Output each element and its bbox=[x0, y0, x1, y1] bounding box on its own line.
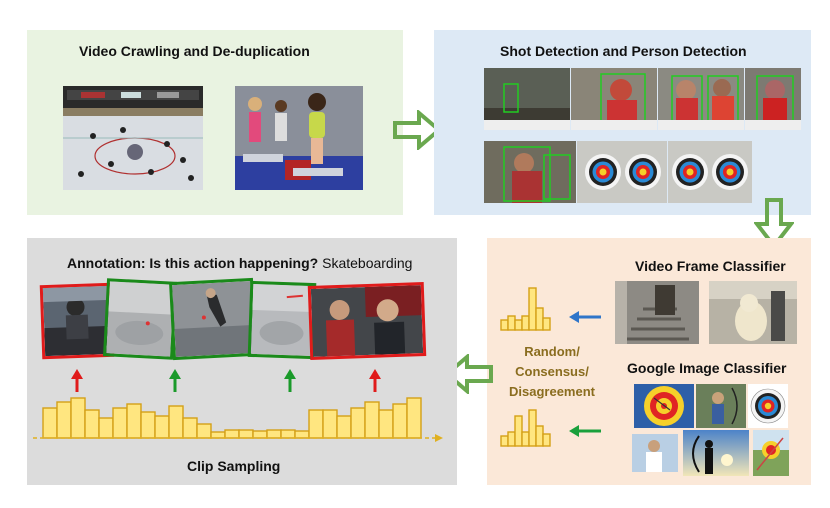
google-archer-image bbox=[696, 384, 746, 428]
shot-title: Shot Detection and Person Detection bbox=[500, 43, 747, 59]
sampling-line-consensus: Consensus/ bbox=[515, 364, 589, 379]
sampling-line-random: Random/ bbox=[524, 344, 580, 359]
clip-frame-4[interactable] bbox=[247, 280, 317, 360]
hockey-video-thumbnail bbox=[63, 86, 203, 190]
clip-sampling-label: Clip Sampling bbox=[187, 458, 281, 474]
google-silhouette-archer-image bbox=[683, 430, 749, 476]
crawl-title: Video Crawling and De-duplication bbox=[79, 43, 310, 59]
flow-arrow-down-icon bbox=[754, 198, 794, 250]
blue-left-arrow-icon bbox=[569, 311, 601, 323]
green-up-arrow-icon-1 bbox=[169, 369, 181, 392]
shot-frame-row2-2-archery-target bbox=[577, 141, 667, 203]
clip-frame-3[interactable] bbox=[169, 277, 257, 361]
clip-frame-5[interactable] bbox=[307, 281, 427, 361]
clip-sampling-histogram bbox=[33, 397, 443, 442]
google-image-classifier-title: Google Image Classifier bbox=[627, 360, 787, 376]
green-left-arrow-icon bbox=[569, 425, 601, 437]
flow-arrow-right-icon bbox=[393, 110, 443, 150]
annotation-panel: Annotation: Is this action happening? Sk… bbox=[27, 238, 457, 485]
clip-frame-1[interactable] bbox=[39, 282, 115, 360]
google-archery-target-image bbox=[634, 384, 694, 428]
video-classifier-histogram bbox=[500, 287, 551, 331]
shot-frame-row1-3 bbox=[658, 68, 744, 130]
stairs-frame-thumbnail bbox=[615, 281, 699, 344]
annotation-title: Annotation: Is this action happening? Sk… bbox=[67, 255, 412, 271]
shot-panel: Shot Detection and Person Detection bbox=[434, 30, 811, 215]
annotation-action-name: Skateboarding bbox=[322, 255, 413, 271]
classifier-panel: Video Frame Classifier Random/ Consensus… bbox=[487, 238, 811, 485]
shot-frame-row2-3-archery-target bbox=[668, 141, 752, 203]
google-archer-portrait-image bbox=[632, 434, 678, 472]
dog-frame-thumbnail bbox=[709, 281, 797, 344]
clip-frame-2[interactable] bbox=[103, 278, 177, 360]
shot-frame-row2-1 bbox=[484, 141, 576, 203]
google-outdoor-target-image bbox=[753, 430, 789, 476]
google-target-face-image bbox=[748, 384, 788, 428]
video-frame-classifier-title: Video Frame Classifier bbox=[635, 258, 786, 274]
crawl-panel: Video Crawling and De-duplication bbox=[27, 30, 403, 215]
annotation-question: Annotation: Is this action happening? bbox=[67, 255, 319, 271]
red-up-arrow-icon-1 bbox=[71, 369, 83, 392]
shot-frame-row1-1 bbox=[484, 68, 570, 130]
shot-frame-row1-2 bbox=[571, 68, 657, 130]
red-up-arrow-icon-2 bbox=[369, 369, 381, 392]
green-up-arrow-icon-2 bbox=[284, 369, 296, 392]
flow-arrow-left-icon bbox=[443, 354, 493, 394]
sampling-strategy-label: Random/ Consensus/ Disagreement bbox=[495, 342, 609, 402]
step-aerobics-video-thumbnail bbox=[235, 86, 363, 190]
sampling-line-disagreement: Disagreement bbox=[509, 384, 595, 399]
google-classifier-histogram bbox=[500, 409, 551, 447]
shot-frame-row1-4 bbox=[745, 68, 801, 130]
